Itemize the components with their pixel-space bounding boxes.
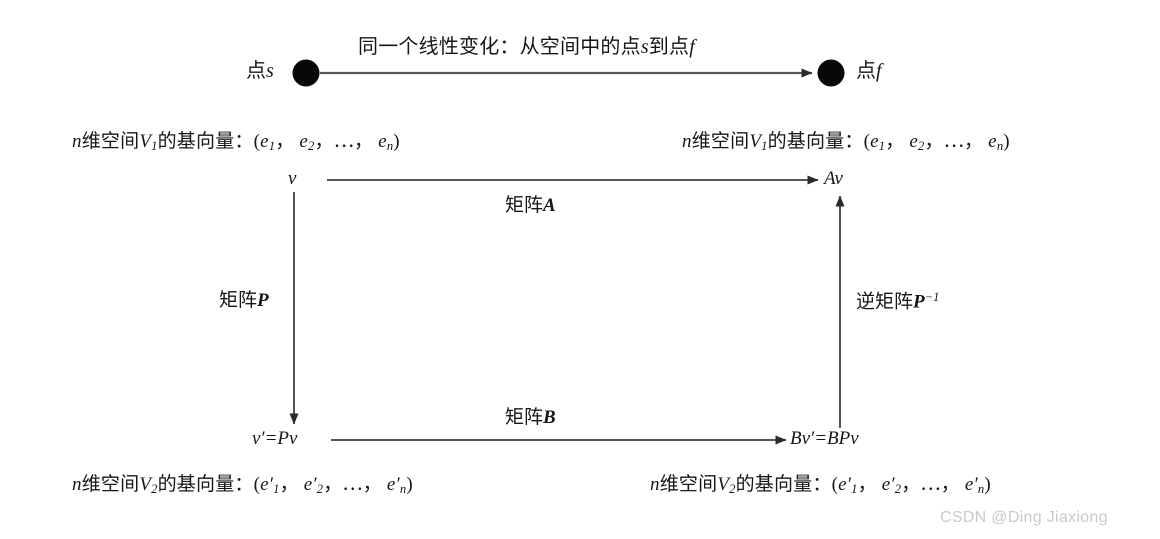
- point-s-dot: [292, 59, 320, 87]
- node-top-right: Av: [824, 168, 843, 189]
- top-caption: 同一个线性变化：从空间中的点s到点f: [358, 36, 695, 59]
- point-s-label: 点s: [246, 60, 274, 82]
- point-f-label: 点f: [856, 60, 882, 82]
- basis-label-top-right: n维空间V1的基向量：(e1， e2，⋯， en): [682, 131, 1010, 153]
- edge-label-matrix-a: 矩阵A: [505, 195, 556, 216]
- edge-label-matrix-p: 矩阵P: [219, 290, 269, 311]
- node-bottom-right: Bv′=BPv: [790, 428, 859, 449]
- top-caption-text: 同一个线性变化：从空间中的点s到点f: [358, 36, 695, 58]
- basis-label-bottom-right: n维空间V2的基向量：(e′1， e′2，⋯， e′n): [650, 474, 991, 496]
- edge-label-matrix-b: 矩阵B: [505, 407, 556, 428]
- node-bottom-left: v′=Pv: [252, 428, 298, 449]
- basis-label-top-left: n维空间V1的基向量：(e1， e2，⋯， en): [72, 131, 400, 153]
- edge-label-matrix-p-inverse: 逆矩阵P−1: [856, 290, 940, 313]
- point-f-dot: [817, 59, 845, 87]
- basis-label-bottom-left: n维空间V2的基向量：(e′1， e′2，⋯， e′n): [72, 474, 413, 496]
- node-top-left: v: [288, 168, 297, 189]
- csdn-watermark: CSDN @Ding Jiaxiong: [940, 509, 1108, 526]
